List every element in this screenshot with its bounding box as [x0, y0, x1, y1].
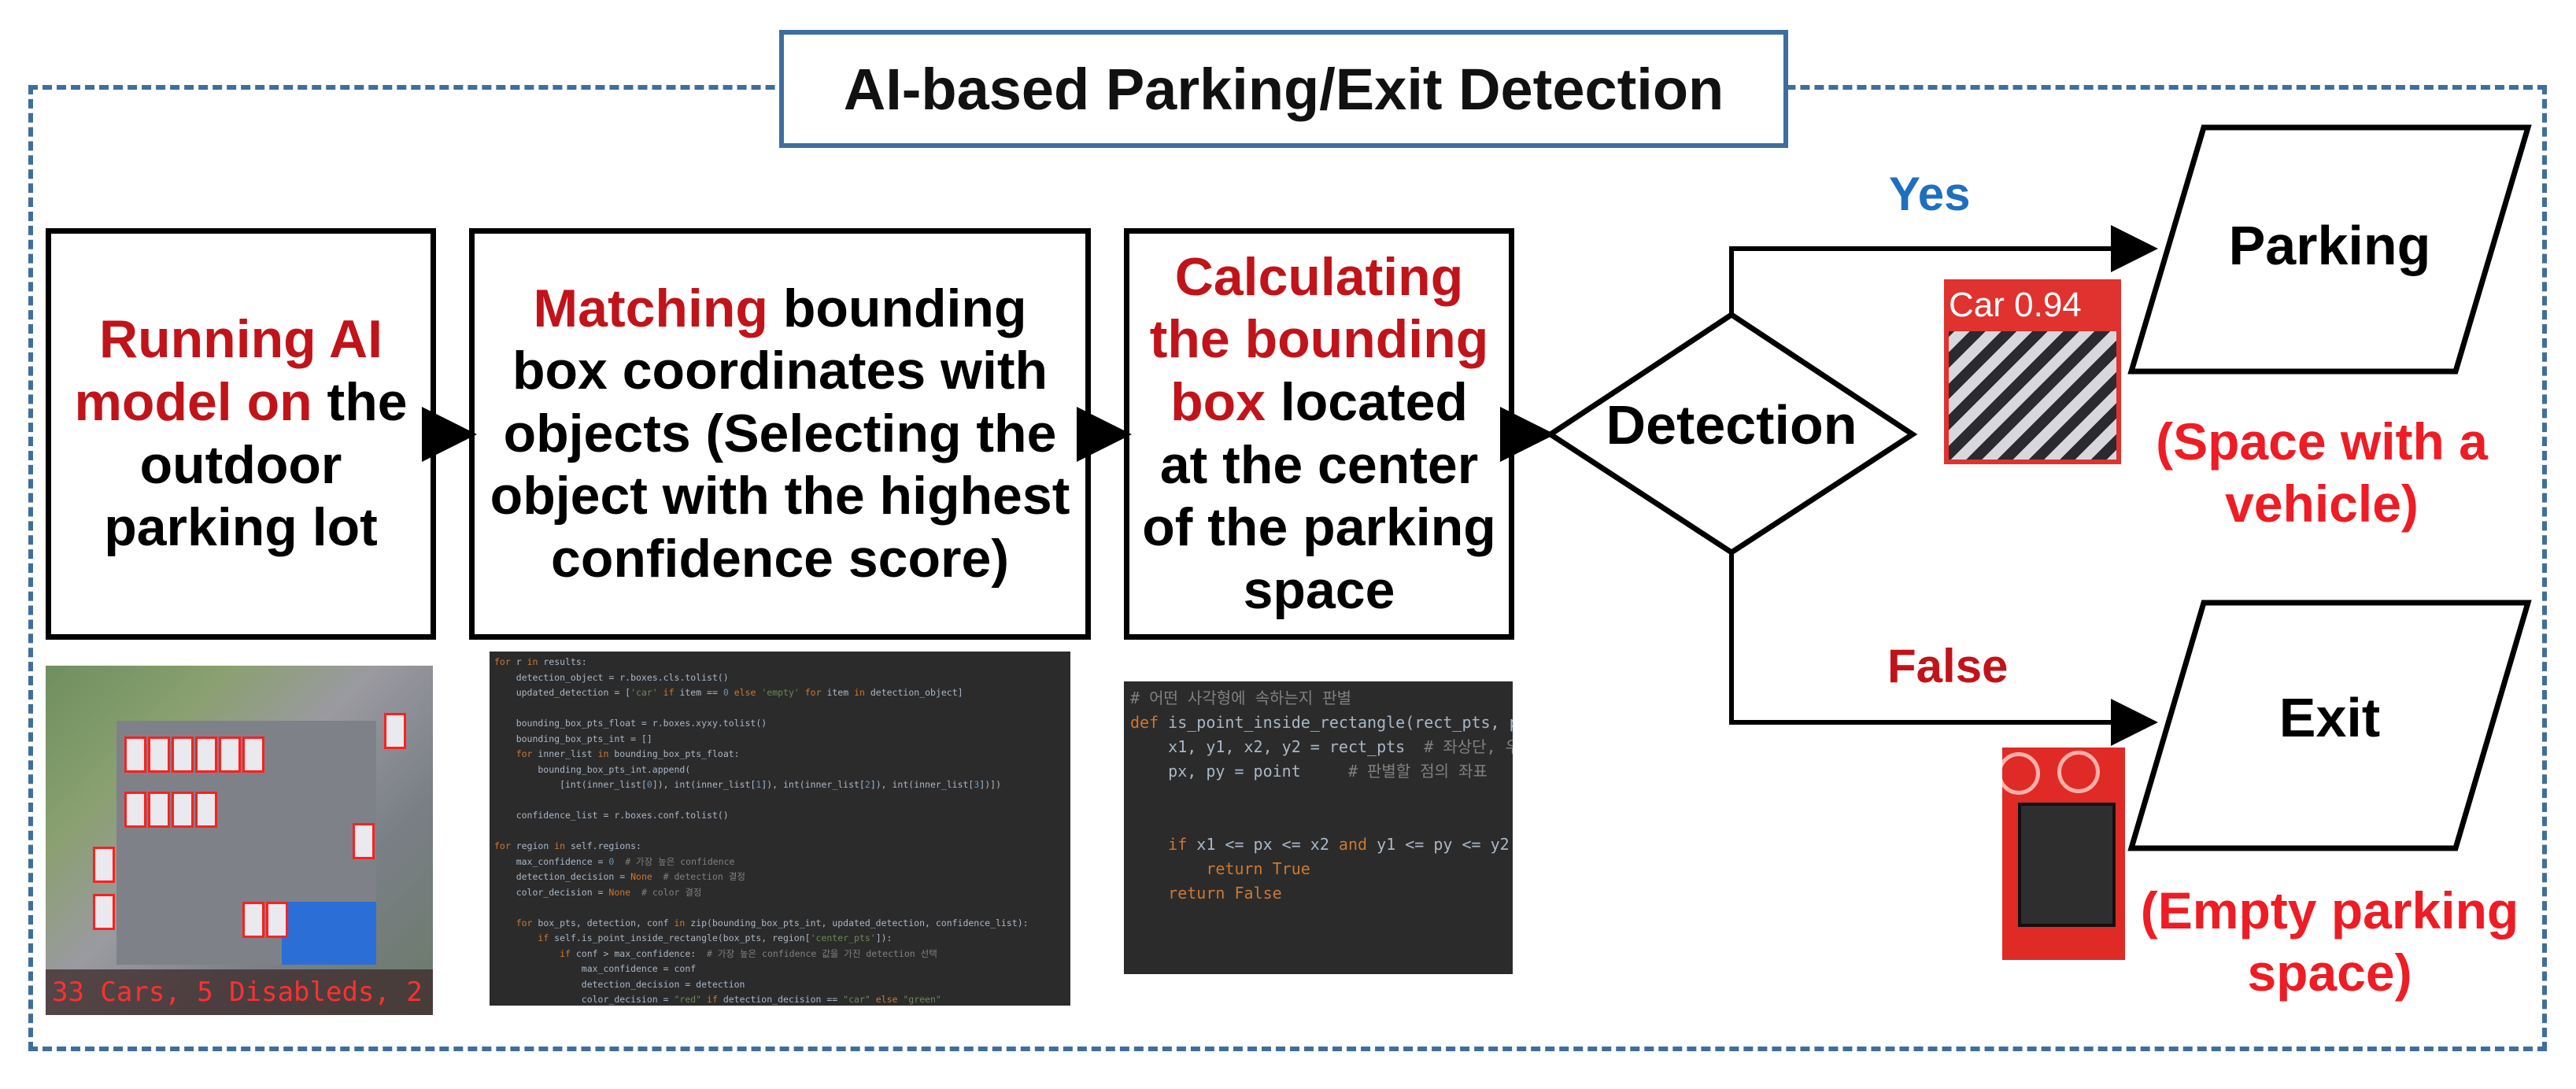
step2-highlight: Matching	[533, 278, 768, 338]
marker-ring	[2002, 752, 2040, 795]
step3-rest: located at the center of the parking spa…	[1142, 371, 1496, 620]
arrow-false-branch	[1729, 552, 2158, 746]
code-line: for r in results:	[494, 656, 587, 667]
code-line: bounding_box_pts_int.append(	[494, 763, 691, 775]
exit-note: (Empty parking space)	[2140, 881, 2519, 1002]
car-box	[384, 713, 406, 749]
code-line: bounding_box_pts_float = r.boxes.xyxy.to…	[494, 718, 767, 729]
car-box	[172, 792, 194, 828]
code-line: max_confidence = 0 # 가장 높은 confidence	[494, 855, 735, 867]
diagram-title: AI-based Parking/Exit Detection	[779, 30, 1788, 148]
car-detection-crop: Car 0.94	[1944, 279, 2121, 464]
car-box	[124, 736, 146, 773]
code-line: bounding_box_pts_int = []	[494, 733, 652, 744]
code-line: for region in self.regions:	[494, 840, 641, 851]
code-line: for inner_list in bounding_box_pts_float…	[516, 748, 740, 759]
code-line: detection_object = r.boxes.cls.tolist()	[494, 671, 729, 683]
code-line: detection_decision = None # detection 결정	[494, 871, 745, 882]
car-box	[93, 894, 115, 930]
step-match-bounding-box: Matching bounding box coordinates with o…	[469, 228, 1091, 640]
car-box	[93, 847, 115, 883]
marker-ring	[2057, 751, 2100, 793]
code-line: max_confidence = conf	[494, 963, 697, 974]
code-line	[1130, 808, 1506, 832]
car-box	[195, 792, 217, 828]
exit-result-label: Exit	[2278, 687, 2381, 748]
code-line: px, py = point # 판별할 점의 좌표	[1130, 762, 1488, 781]
yes-branch-label: Yes	[1889, 168, 1971, 220]
exit-output-shape	[2127, 600, 2532, 851]
parking-lot-detection-image: 33 Cars, 5 Disableds, 2 Emptys/	[46, 666, 433, 1015]
code-line: x1, y1, x2, y2 = rect_pts # 좌상단, 우하단 좌표	[1130, 737, 1513, 756]
step-run-ai-model: Running AI model on the outdoor parking …	[46, 228, 436, 640]
arrow-yes-branch	[1729, 225, 2158, 315]
car-box	[219, 736, 241, 773]
code-line: for box_pts, detection, conf in zip(boun…	[516, 917, 1029, 928]
step1-highlight: Running AI model on	[74, 309, 383, 432]
false-branch-label: False	[1887, 640, 2009, 692]
code-line: [int(inner_list[0]), int(inner_list[1]),…	[494, 779, 1002, 790]
car-box	[148, 792, 170, 828]
car-box	[242, 902, 264, 938]
lot-count-caption: 33 Cars, 5 Disableds, 2 Emptys/	[46, 969, 433, 1015]
code-line: color_decision = "red" if detection_deci…	[494, 994, 941, 1005]
code-line: color_decision = None # color 결정	[494, 886, 702, 898]
parking-result-label: Parking	[2228, 215, 2431, 276]
code-line: return True	[1206, 859, 1310, 878]
empty-space-cell	[2018, 803, 2116, 927]
decision-label: Detection	[1606, 394, 1857, 456]
code-line: if x1 <= px <= x2 and y1 <= py <= y2:	[1168, 835, 1513, 854]
step1-rest: the outdoor parking lot	[104, 371, 408, 558]
parking-note: (Space with a vehicle)	[2156, 412, 2488, 533]
code-line: detection_decision = detection	[494, 978, 745, 990]
car-box	[195, 736, 217, 773]
disabled-space-marking	[282, 902, 376, 965]
code-line	[1130, 784, 1506, 808]
car-box	[148, 736, 170, 773]
diagram-title-text: AI-based Parking/Exit Detection	[843, 56, 1724, 122]
step-calculate-center-box: Calculating the bounding box located at …	[1124, 228, 1514, 640]
code-snippet-point-inside: # 어떤 사각형에 속하는지 판별 def is_point_inside_rec…	[1124, 681, 1513, 974]
code-line: updated_detection = ['car' if item == 0 …	[494, 687, 963, 698]
code-line: if conf > max_confidence: # 가장 높은 confid…	[560, 947, 937, 959]
empty-space-crop	[2002, 748, 2125, 960]
code-line: confidence_list = r.boxes.conf.tolist()	[494, 810, 729, 821]
car-box	[266, 902, 288, 938]
step2-rest: bounding box coordinates with objects (S…	[490, 278, 1070, 589]
code-line	[494, 793, 1066, 809]
car-box	[353, 823, 375, 859]
code-line: # 어떤 사각형에 속하는지 판별	[1130, 688, 1352, 707]
car-box	[172, 736, 194, 773]
code-line: if self.is_point_inside_rectangle(box_pt…	[538, 932, 893, 943]
code-line: return False	[1168, 884, 1282, 903]
code-line	[494, 900, 1066, 916]
code-snippet-matching: for r in results: detection_object = r.b…	[490, 652, 1070, 1006]
code-line	[494, 824, 1066, 840]
car-box	[124, 792, 146, 828]
code-line: def is_point_inside_rectangle(rect_pts, …	[1130, 713, 1513, 732]
car-box	[242, 736, 264, 773]
step3-highlight: Calculating the bounding box	[1149, 246, 1489, 432]
code-line	[494, 701, 1066, 717]
parking-output-shape	[2127, 124, 2532, 375]
car-confidence-label: Car 0.94	[1944, 279, 2121, 331]
